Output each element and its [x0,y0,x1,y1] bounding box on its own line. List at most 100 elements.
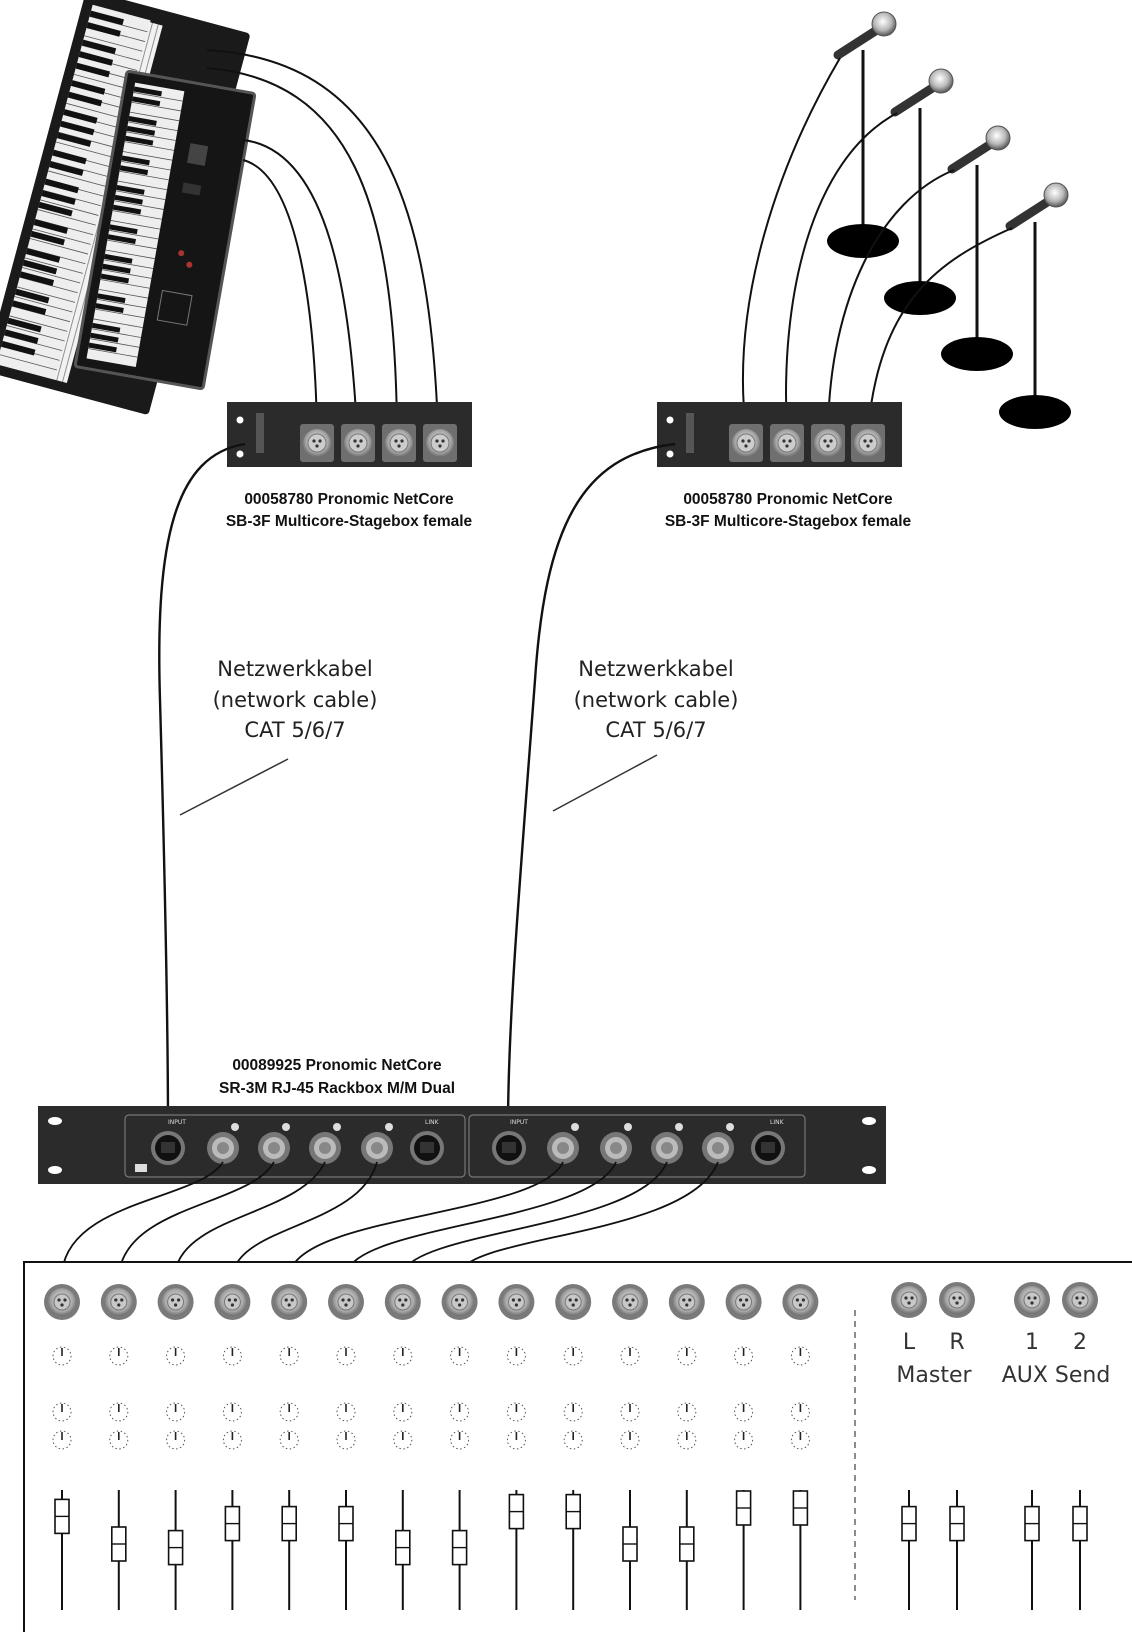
pan-knob[interactable] [563,1430,583,1450]
rackbox-xlr-out[interactable] [361,1132,393,1164]
pan-knob[interactable] [506,1430,526,1450]
channel-fader[interactable] [54,1490,70,1610]
stagebox-xlr-port[interactable] [341,424,375,462]
channel-fader[interactable] [792,1490,809,1610]
eq-knob[interactable] [677,1402,697,1422]
gain-knob[interactable] [563,1346,583,1366]
gain-knob[interactable] [279,1346,299,1366]
gain-knob[interactable] [450,1346,470,1366]
master-right-fader[interactable] [949,1490,965,1610]
channel-input-xlr[interactable] [328,1284,364,1320]
pan-knob[interactable] [52,1430,72,1450]
pan-knob[interactable] [279,1430,299,1450]
channel-fader[interactable] [224,1490,241,1610]
rackbox-rj45-input-a[interactable] [151,1131,185,1165]
eq-knob[interactable] [734,1402,754,1422]
rackbox-xlr-out[interactable] [258,1132,290,1164]
stagebox-xlr-port[interactable] [851,424,885,462]
pan-knob[interactable] [336,1430,356,1450]
gain-knob[interactable] [109,1346,129,1366]
stagebox-xlr-port[interactable] [300,424,334,462]
eq-knob[interactable] [166,1402,186,1422]
pan-knob[interactable] [166,1430,186,1450]
pan-knob[interactable] [790,1430,810,1450]
gain-knob[interactable] [677,1346,697,1366]
gain-knob[interactable] [734,1346,754,1366]
rackbox-xlr-out[interactable] [600,1132,632,1164]
channel-input-xlr[interactable] [384,1284,421,1320]
channel-fader[interactable] [338,1490,354,1610]
rackbox-rj45-input-b[interactable] [492,1131,526,1165]
eq-knob[interactable] [393,1402,413,1422]
pan-knob[interactable] [450,1430,470,1450]
channel-input-xlr[interactable] [214,1284,251,1320]
channel-input-xlr[interactable] [100,1284,137,1320]
eq-knob[interactable] [450,1402,470,1422]
eq-knob[interactable] [222,1402,242,1422]
channel-fader[interactable] [451,1490,468,1610]
gain-knob[interactable] [790,1346,810,1366]
channel-input-xlr[interactable] [44,1284,80,1320]
rackbox-xlr-out[interactable] [651,1132,683,1164]
cable-left-label-line1: Netzwerkkabel [217,657,373,681]
channel-fader[interactable] [508,1490,525,1610]
rackbox-xlr-out[interactable] [207,1132,239,1164]
aux-2-fader[interactable] [1072,1490,1088,1610]
pan-knob[interactable] [109,1430,129,1450]
gain-knob[interactable] [620,1346,640,1366]
eq-knob[interactable] [336,1402,356,1422]
channel-fader[interactable] [281,1490,298,1610]
stagebox-xlr-port[interactable] [729,424,763,462]
rackbox-xlr-out[interactable] [309,1132,341,1164]
pan-knob[interactable] [222,1430,242,1450]
gain-knob[interactable] [393,1346,413,1366]
pan-knob[interactable] [393,1430,413,1450]
master-left-output-xlr[interactable] [891,1282,927,1318]
eq-knob[interactable] [52,1402,72,1422]
channel-fader[interactable] [678,1490,695,1610]
stagebox-xlr-port[interactable] [770,424,804,462]
gain-knob[interactable] [506,1346,526,1366]
gain-knob[interactable] [52,1346,72,1366]
aux-2-output-xlr[interactable] [1062,1282,1098,1318]
rackbox-xlr-out[interactable] [702,1132,734,1164]
channel-input-xlr[interactable] [271,1284,308,1320]
channel-input-xlr[interactable] [498,1284,535,1320]
svg-text:LINK: LINK [425,1119,440,1126]
channel-fader[interactable] [394,1490,411,1610]
gain-knob[interactable] [166,1346,186,1366]
pan-knob[interactable] [677,1430,697,1450]
channel-input-xlr[interactable] [782,1284,819,1320]
eq-knob[interactable] [109,1402,129,1422]
gain-knob[interactable] [336,1346,356,1366]
channel-fader[interactable] [167,1490,184,1610]
eq-knob[interactable] [790,1402,810,1422]
channel-input-xlr[interactable] [612,1284,648,1320]
stagebox-xlr-port[interactable] [811,424,845,462]
eq-knob[interactable] [620,1402,640,1422]
channel-input-xlr[interactable] [157,1284,194,1320]
master-right-output-xlr[interactable] [939,1282,975,1318]
channel-input-xlr[interactable] [725,1284,762,1320]
channel-input-xlr[interactable] [668,1284,705,1320]
channel-fader[interactable] [735,1490,752,1610]
aux-1-fader[interactable] [1024,1490,1040,1610]
rackbox-xlr-out[interactable] [547,1132,579,1164]
channel-fader[interactable] [565,1490,582,1610]
eq-knob[interactable] [563,1402,583,1422]
stagebox-xlr-port[interactable] [423,424,457,462]
aux-1-output-xlr[interactable] [1014,1282,1050,1318]
eq-knob[interactable] [279,1402,299,1422]
channel-input-xlr[interactable] [441,1284,478,1320]
master-left-fader[interactable] [901,1490,917,1610]
rackbox-rj45-link-b[interactable] [751,1131,785,1165]
rackbox-rj45-link-a[interactable] [410,1131,444,1165]
stagebox-xlr-port[interactable] [382,424,416,462]
eq-knob[interactable] [506,1402,526,1422]
channel-fader[interactable] [111,1490,127,1610]
pan-knob[interactable] [620,1430,640,1450]
pan-knob[interactable] [734,1430,754,1450]
gain-knob[interactable] [222,1346,242,1366]
channel-input-xlr[interactable] [555,1284,592,1320]
channel-fader[interactable] [622,1490,638,1610]
